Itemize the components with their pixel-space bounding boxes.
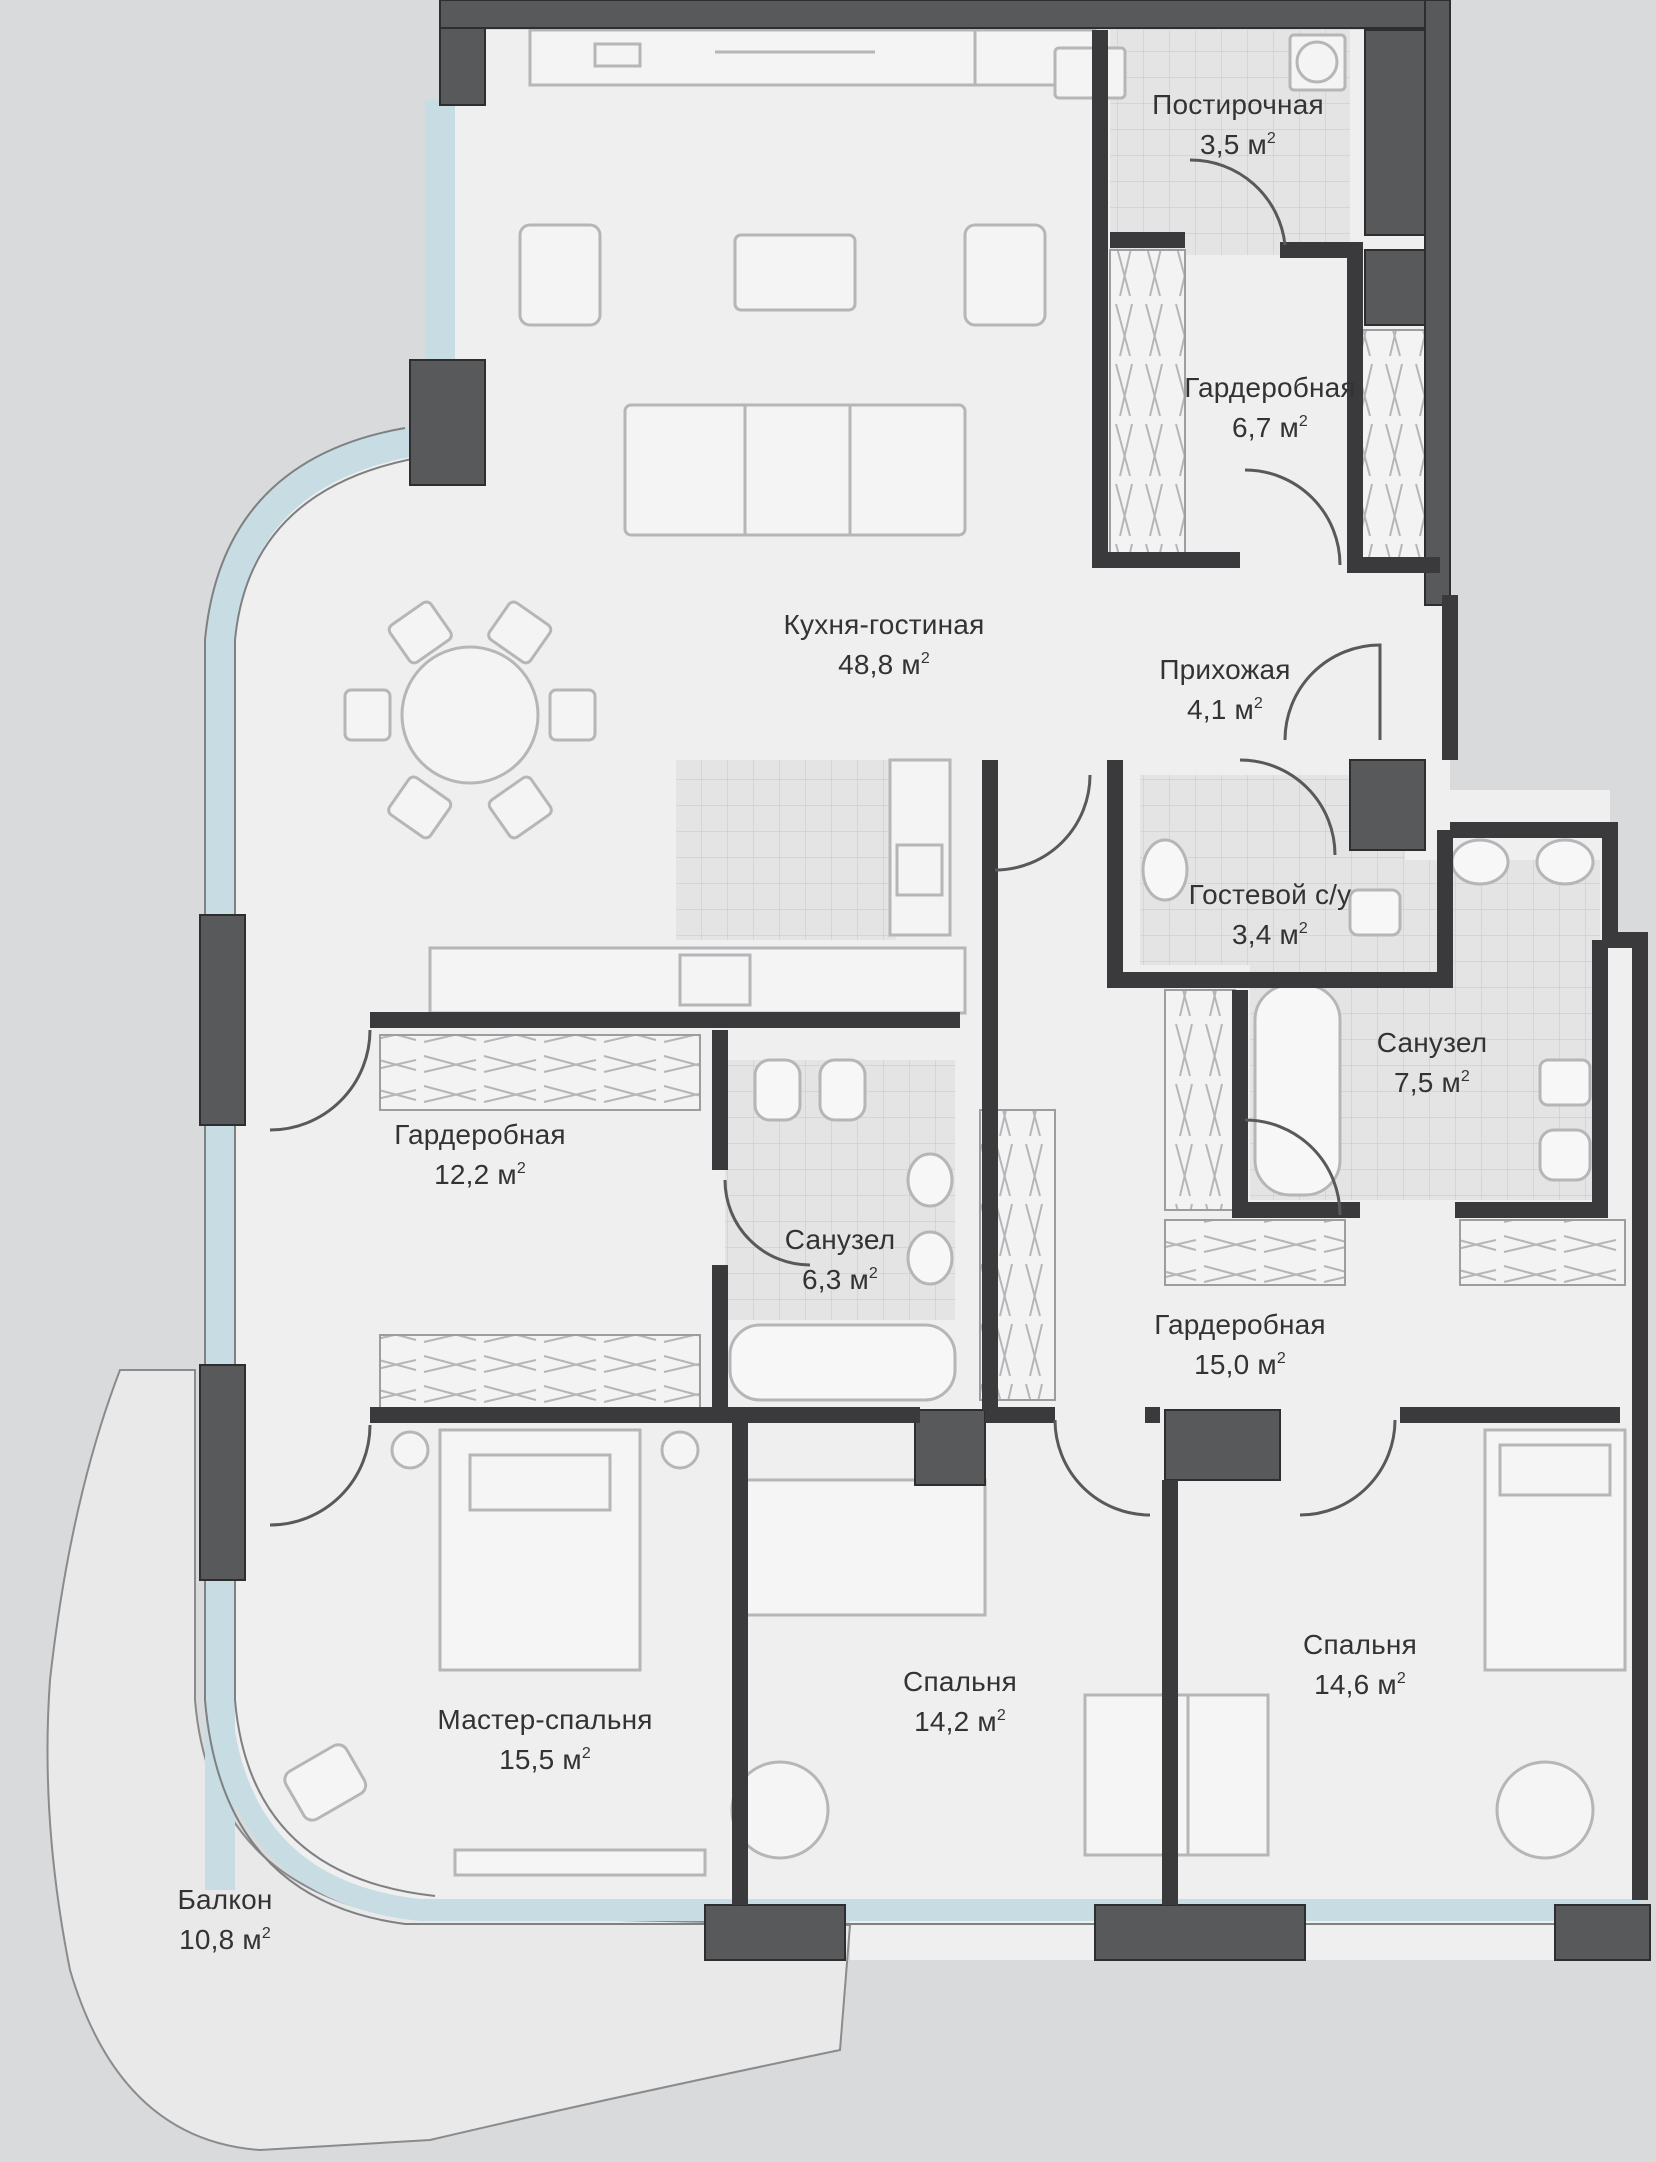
room-label-laundry: Постирочная 3,5 м2 <box>1152 85 1324 165</box>
room-name: Постирочная <box>1152 89 1324 120</box>
room-label-bedroom: Спальня 14,6 м2 <box>1303 1625 1417 1705</box>
room-label-master-bedroom: Мастер-спальня 15,5 м2 <box>437 1700 652 1780</box>
room-name: Санузел <box>784 1224 896 1255</box>
room-label-kitchen: Кухня-гостиная 48,8 м2 <box>784 605 985 685</box>
room-label-hall: Прихожая 4,1 м2 <box>1159 650 1290 730</box>
room-area: 12,2 м2 <box>434 1159 526 1190</box>
room-label-balcony: Балкон 10,8 м2 <box>177 1880 272 1960</box>
partition-walls <box>370 30 1648 1905</box>
room-name: Кухня-гостиная <box>783 609 985 640</box>
room-label-wardrobe: Гардеробная 6,7 м2 <box>1184 368 1356 448</box>
room-name: Спальня <box>903 1666 1017 1697</box>
wardrobe-rack <box>1164 989 1236 1211</box>
room-name: Спальня <box>1303 1629 1417 1660</box>
living-furniture <box>400 28 1347 1015</box>
wardrobe-rack <box>1109 249 1186 566</box>
room-name: Мастер-спальня <box>437 1704 653 1735</box>
room-area: 15,5 м2 <box>499 1744 591 1775</box>
walls <box>199 0 1651 1961</box>
room-area: 15,0 м2 <box>1194 1349 1286 1380</box>
room-label-bathroom: Санузел 7,5 м2 <box>1377 1023 1487 1103</box>
wardrobe-rack <box>1459 1219 1626 1286</box>
room-area: 7,5 м2 <box>1393 1067 1471 1098</box>
room-area: 3,4 м2 <box>1231 919 1309 950</box>
room-label-bedroom: Спальня 14,2 м2 <box>903 1662 1017 1742</box>
room-area: 3,5 м2 <box>1199 129 1277 160</box>
wardrobe-rack <box>1164 1219 1346 1286</box>
bath-fixtures <box>728 838 1595 1402</box>
room-name: Гардеробная <box>394 1119 566 1150</box>
bedroom-furniture <box>283 1428 1627 1877</box>
room-area: 14,2 м2 <box>914 1706 1006 1737</box>
room-name: Гостевой с/у <box>1188 879 1352 910</box>
room-area: 48,8 м2 <box>838 649 930 680</box>
room-label-wardrobe: Гардеробная 15,0 м2 <box>1154 1305 1326 1385</box>
wardrobe-rack <box>379 1034 701 1111</box>
room-name: Гардеробная <box>1154 1309 1326 1340</box>
room-area: 10,8 м2 <box>179 1924 271 1955</box>
room-name: Балкон <box>177 1884 273 1915</box>
door-swings <box>269 158 1397 1527</box>
dining-chairs <box>343 600 597 840</box>
room-name: Санузел <box>1376 1027 1488 1058</box>
room-name: Гардеробная <box>1184 372 1356 403</box>
wardrobe-rack <box>1354 329 1431 566</box>
room-label-bathroom: Санузел 6,3 м2 <box>785 1220 895 1300</box>
room-area: 6,7 м2 <box>1231 412 1309 443</box>
room-area: 6,3 м2 <box>801 1264 879 1295</box>
room-label-wardrobe: Гардеробная 12,2 м2 <box>394 1115 566 1195</box>
wardrobe-rack <box>379 1334 701 1411</box>
room-area: 14,6 м2 <box>1314 1669 1406 1700</box>
room-area: 4,1 м2 <box>1186 694 1264 725</box>
kitchen-tiles <box>676 760 896 940</box>
room-label-guest-wc: Гостевой с/у 3,4 м2 <box>1189 875 1352 955</box>
room-name: Прихожая <box>1159 654 1291 685</box>
